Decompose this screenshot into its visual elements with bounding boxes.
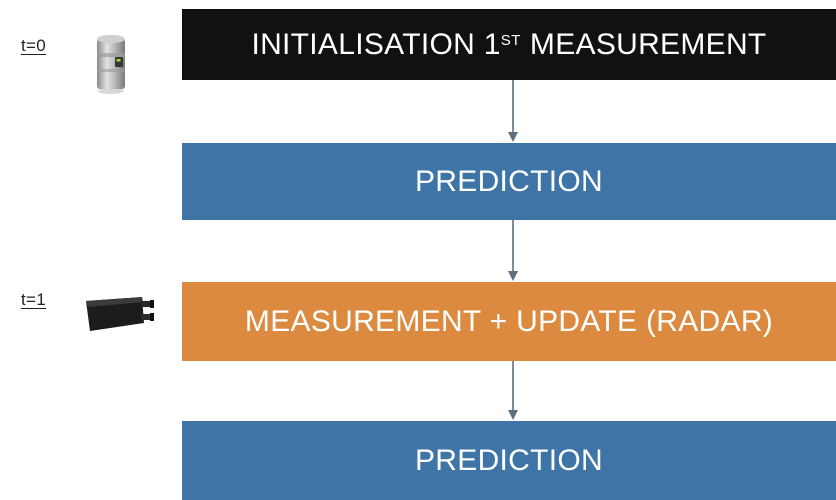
step-initialisation-superscript: ST (500, 32, 521, 49)
flow-arrow (508, 361, 518, 420)
step-prediction: PREDICTION (182, 143, 836, 220)
step-prediction-label: PREDICTION (414, 164, 603, 198)
radar-icon (86, 297, 154, 331)
step-prediction-label: PREDICTION (414, 443, 603, 477)
step-initialisation-label-suffix: MEASUREMENT (529, 27, 767, 61)
flow-arrow (508, 80, 518, 142)
step-initialisation-label: INITIALISATION 1 (251, 27, 501, 61)
lidar-icon (97, 35, 125, 94)
time-label-t0: t=0 (21, 36, 47, 55)
time-label-t1: t=1 (21, 290, 47, 309)
step-measurement-update: MEASUREMENT + UPDATE (RADAR) (182, 282, 836, 361)
step-measurement-update-label: MEASUREMENT + UPDATE (RADAR) (244, 304, 774, 338)
flow-arrow (508, 220, 518, 281)
step-prediction: PREDICTION (182, 421, 836, 500)
